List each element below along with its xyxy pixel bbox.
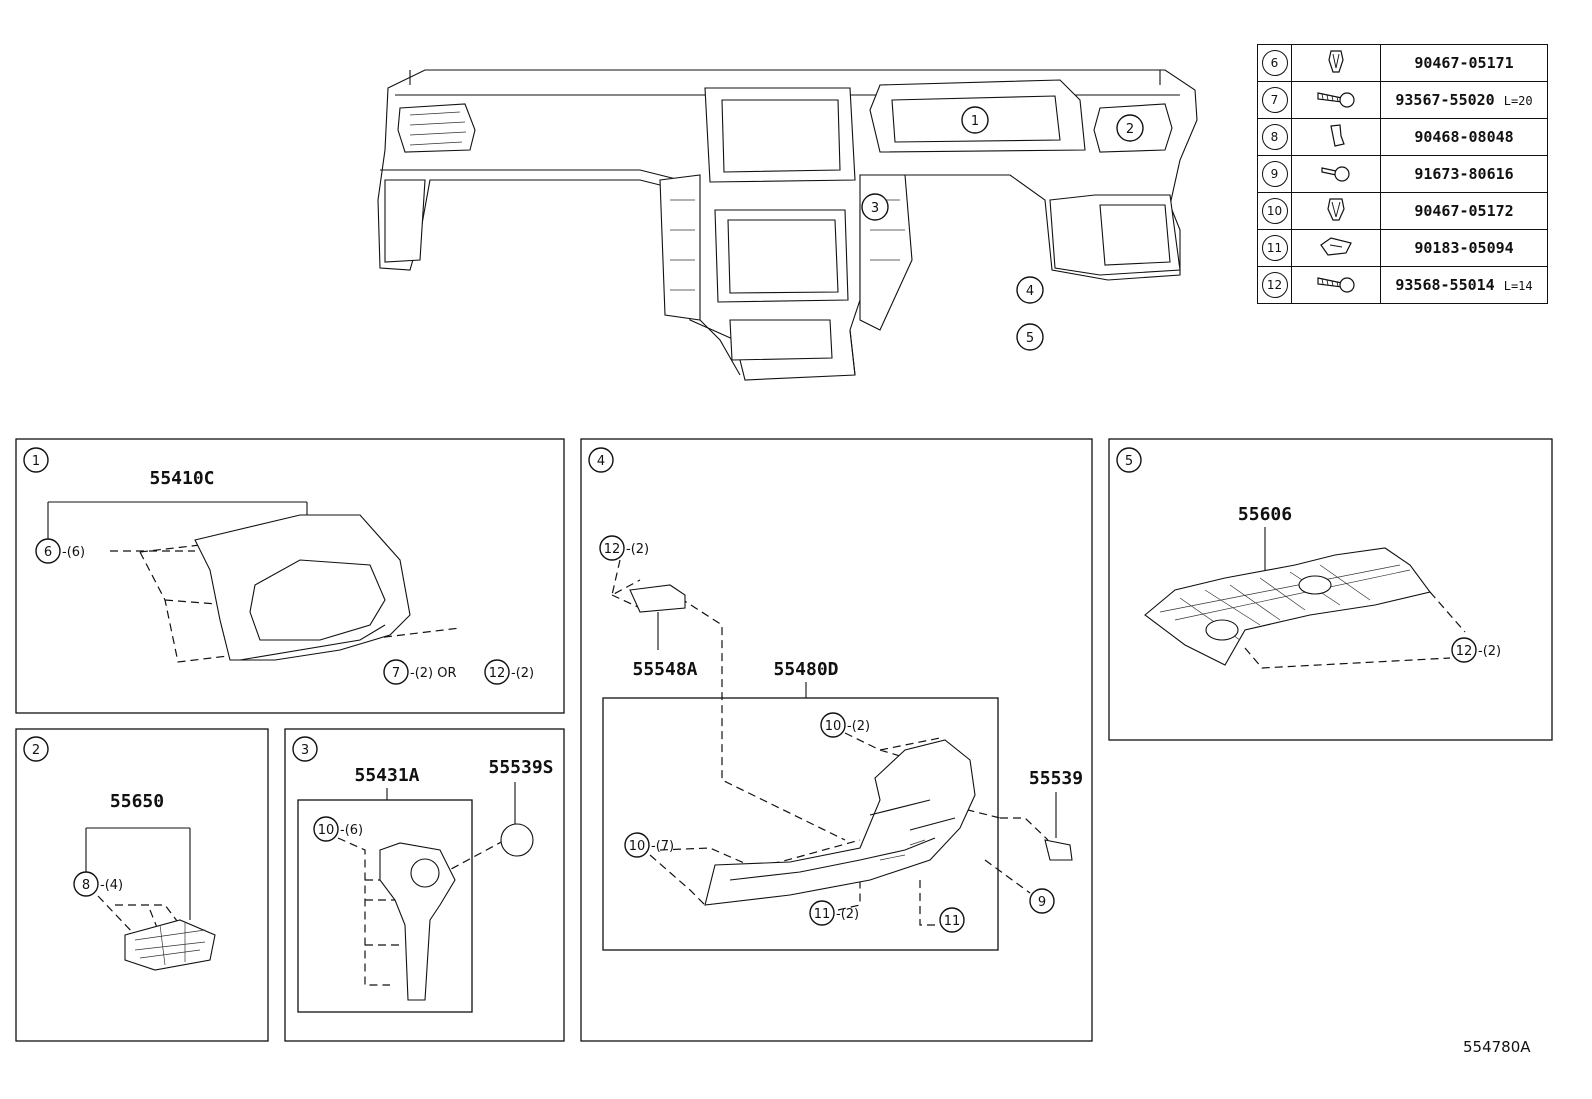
fastener-qty: -(2) — [836, 907, 859, 922]
fastener-ref: 9 — [1261, 161, 1288, 187]
overview-callouts: 1 2 3 4 5 — [861, 106, 1144, 351]
panel-ref: 5 — [1125, 454, 1133, 469]
callout-1: 1 — [971, 114, 979, 129]
panel-2-side-register: 2 55650 8 -(4) — [15, 728, 269, 1042]
table-row: 8 90468-08048 — [1257, 118, 1548, 156]
fastener-qty: -(6) — [340, 823, 363, 838]
fastener-qty: -(2) — [626, 542, 649, 557]
part-number: 55548A — [632, 659, 697, 680]
part-number: 90467-05171 — [1414, 54, 1514, 72]
fastener-qty: -(2) — [511, 666, 534, 681]
panel-4-lower-panel: 4 12 -(2) 55548A 55480D 55539 10 -(2) 10… — [580, 438, 1093, 1042]
callout-4: 4 — [1026, 284, 1034, 299]
fastener-qty: -(6) — [62, 545, 85, 560]
fastener-ref: 11 — [944, 914, 961, 929]
clip-icon — [1328, 50, 1344, 73]
part-number: 55539S — [488, 757, 553, 778]
table-row: 11 90183-05094 — [1257, 229, 1548, 267]
screw-icon — [1317, 92, 1355, 108]
fastener-ref: 12 — [489, 666, 506, 681]
table-row: 9 91673-80616 — [1257, 155, 1548, 193]
panel-ref: 1 — [32, 454, 40, 469]
part-number: 55410C — [149, 468, 214, 489]
callout-2: 2 — [1126, 122, 1134, 137]
screw-icon — [1321, 166, 1350, 182]
fastener-ref: 8 — [1261, 124, 1288, 150]
fastener-ref: 11 — [814, 907, 831, 922]
fastener-ref: 12 — [1456, 644, 1473, 659]
fastener-qty: -(7) — [651, 839, 674, 854]
nut-icon — [1320, 237, 1352, 256]
fastener-qty: -(2) — [1478, 644, 1501, 659]
panel-ref: 4 — [597, 454, 605, 469]
fastener-ref: 7 — [392, 666, 400, 681]
screw-icon — [1317, 277, 1355, 293]
fastener-ref: 7 — [1261, 87, 1288, 113]
fastener-ref: 12 — [1261, 272, 1288, 298]
part-number: 93568-55014 — [1395, 276, 1495, 294]
catalog-code: 554780A — [1463, 1038, 1531, 1056]
panel-ref: 2 — [32, 743, 40, 758]
part-number: 55539 — [1029, 768, 1083, 789]
fastener-ref: 10 — [318, 823, 335, 838]
part-number: 90183-05094 — [1414, 239, 1514, 257]
fastener-ref: 10 — [629, 839, 646, 854]
part-number: 90468-08048 — [1414, 128, 1514, 146]
fastener-ref: 8 — [82, 878, 90, 893]
length-suffix: L=14 — [1503, 279, 1533, 293]
callout-3: 3 — [871, 201, 879, 216]
fastener-ref: 12 — [604, 542, 621, 557]
part-number: 91673-80616 — [1414, 165, 1514, 183]
table-row: 10 90467-05172 — [1257, 192, 1548, 230]
part-number: 93567-55020 — [1395, 91, 1495, 109]
panel-1-meter-hood: 1 55410C 6 -(6) 7 -(2) OR 12 -(2) — [15, 438, 565, 714]
fastener-table: 6 90467-05171 7 93567-55020 L=20 8 90468… — [1257, 44, 1548, 304]
fastener-ref: 6 — [1261, 50, 1288, 76]
fastener-qty: -(2) OR — [410, 666, 457, 681]
table-row: 12 93568-55014 L=14 — [1257, 266, 1548, 304]
fastener-qty: -(2) — [847, 719, 870, 734]
part-number: 55480D — [773, 659, 838, 680]
part-number: 55606 — [1238, 504, 1292, 525]
fastener-ref: 10 — [1261, 198, 1288, 224]
part-number: 90467-05172 — [1414, 202, 1514, 220]
clip-icon — [1330, 124, 1345, 147]
panel-ref: 3 — [301, 743, 309, 758]
fastener-ref: 9 — [1038, 895, 1046, 910]
length-suffix: L=20 — [1503, 94, 1533, 108]
table-row: 7 93567-55020 L=20 — [1257, 81, 1548, 119]
fastener-ref: 6 — [44, 545, 52, 560]
part-number: 55431A — [354, 765, 419, 786]
part-number: 55650 — [110, 791, 164, 812]
panel-5-lower-cover: 5 55606 12 -(2) — [1108, 438, 1553, 741]
callout-5: 5 — [1026, 331, 1034, 346]
instrument-panel-overview — [377, 69, 1198, 381]
fastener-ref: 11 — [1261, 235, 1288, 261]
fastener-qty: -(4) — [100, 878, 123, 893]
panel-3-center-bracket: 3 55431A 55539S 10 -(6) — [284, 728, 565, 1042]
fastener-ref: 10 — [825, 719, 842, 734]
table-row: 6 90467-05171 — [1257, 44, 1548, 82]
clip-icon — [1327, 198, 1345, 221]
